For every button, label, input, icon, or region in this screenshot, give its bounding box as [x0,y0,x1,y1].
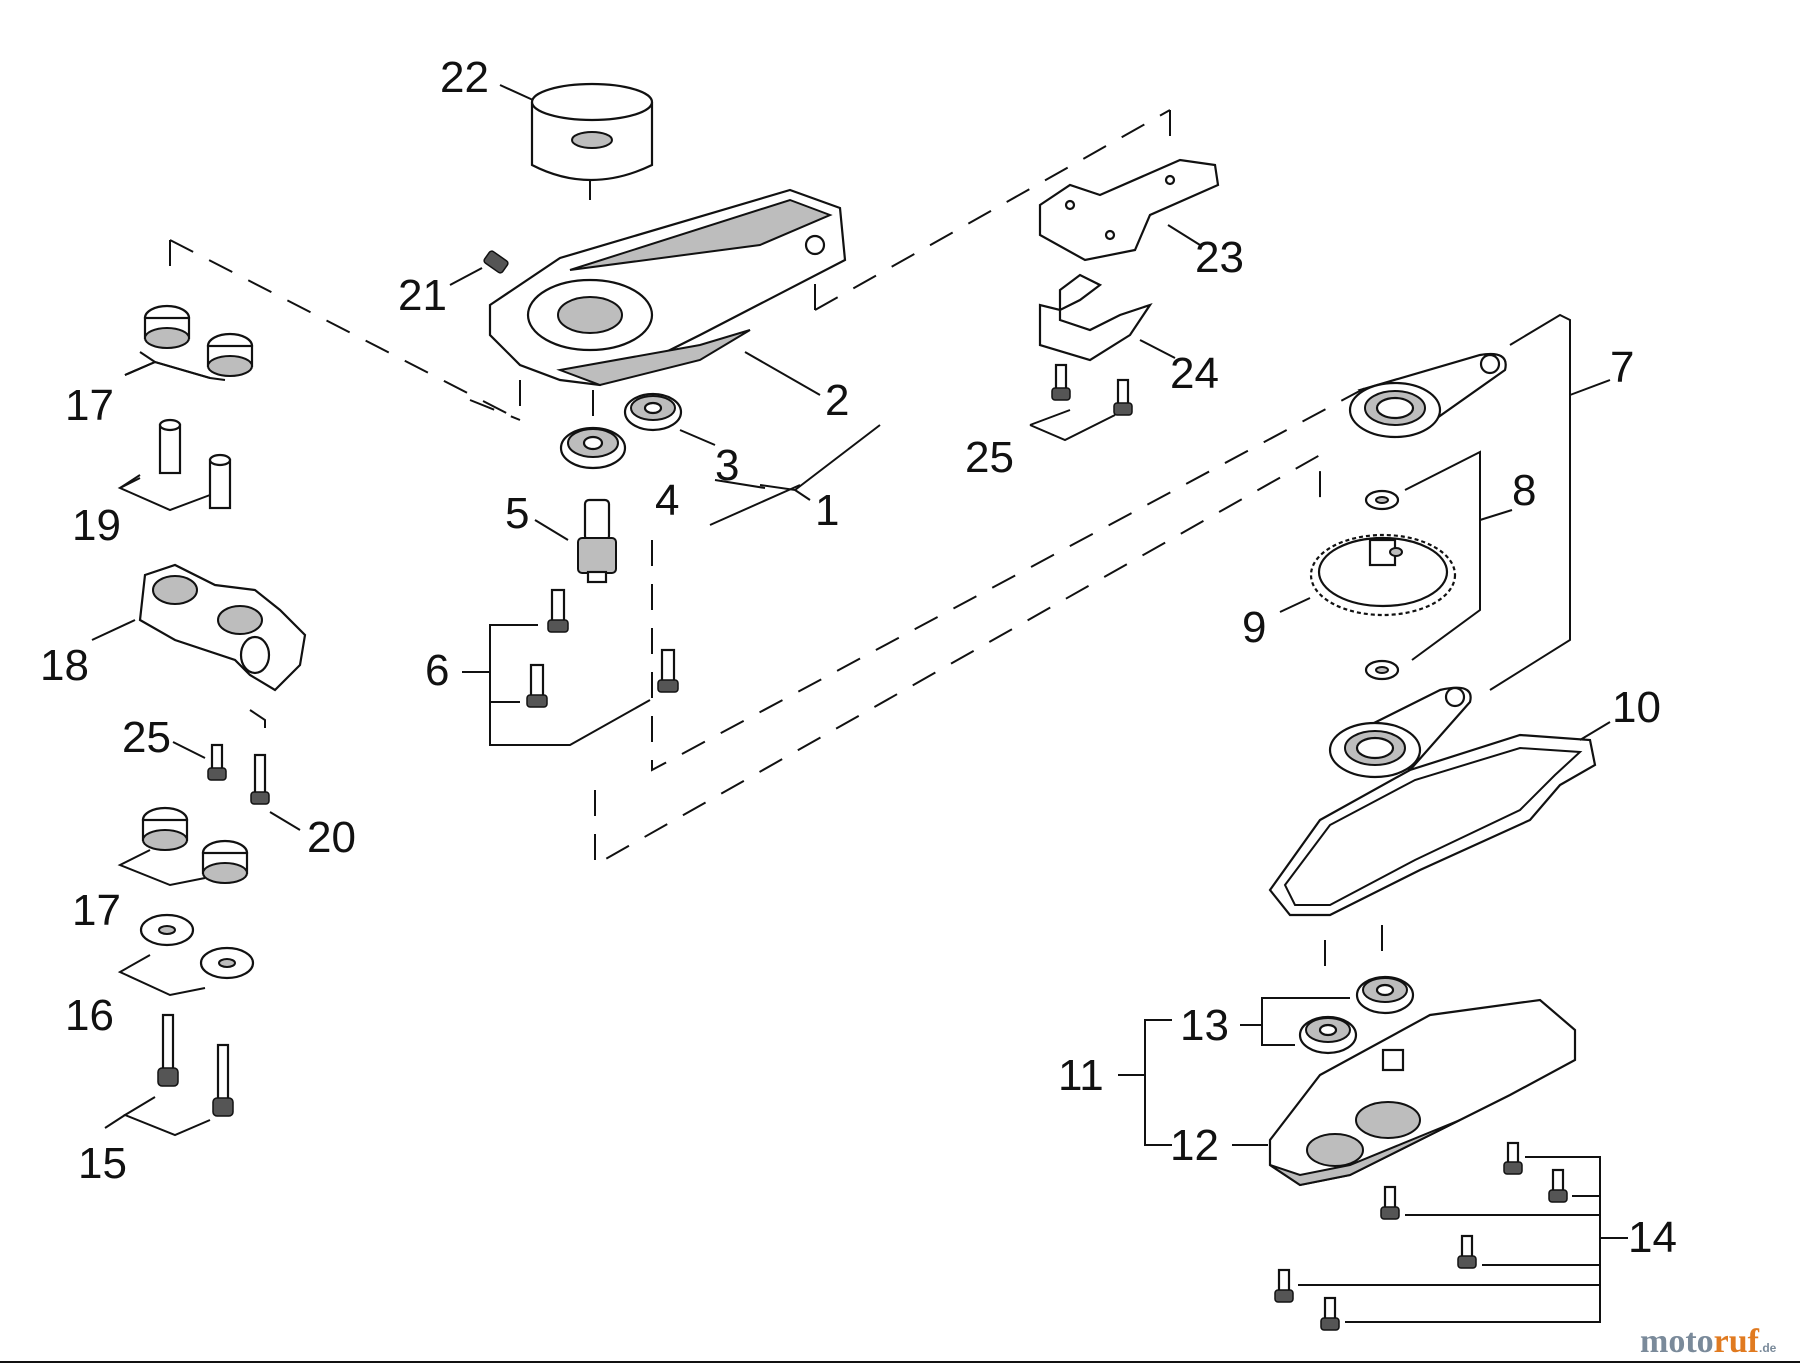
watermark-part1: moto [1640,1323,1714,1360]
callout-7: 7 [1610,343,1634,392]
callout-3: 3 [715,441,739,490]
part-23-plate [1038,158,1220,262]
callout-25-top: 25 [965,433,1014,482]
part-20-screw [250,753,270,805]
callout-labels: 22 21 2 3 4 1 5 6 23 24 25 7 8 9 10 13 1… [40,53,1677,1262]
part-18-handle-bracket [138,563,307,692]
callout-9: 9 [1242,603,1266,652]
part-12-lower-case [1268,998,1577,1187]
part-10-gasket [1268,733,1597,917]
callout-8: 8 [1512,466,1536,515]
callout-13: 13 [1180,1001,1229,1050]
part-6-screws [526,588,679,708]
callout-1: 1 [815,486,839,535]
svg-text:motoruf.de: motoruf.de [1640,1323,1777,1360]
part-3-bearing [623,392,683,432]
part-2-gear-case [488,188,847,387]
callout-17-top: 17 [65,381,114,430]
watermark-logo: motoruf.de [1640,1323,1777,1360]
callout-25-left: 25 [122,713,171,762]
callout-4: 4 [655,476,679,525]
part-19-sleeves [158,418,232,510]
part-15-bolts [157,1013,234,1117]
callout-5: 5 [505,489,529,538]
callout-12: 12 [1170,1121,1219,1170]
part-5-pinion [577,498,617,584]
callout-16: 16 [65,991,114,1040]
assembly-guide-lines [169,109,1383,975]
watermark-suffix: .de [1759,1341,1777,1355]
watermark-part2: ruf [1714,1323,1760,1360]
part-7-connecting-rod-lower [1328,686,1472,779]
part-4-bearing [559,426,627,470]
callout-21: 21 [398,271,447,320]
callout-2: 2 [825,376,849,425]
callout-19: 19 [72,501,121,550]
part-22-cup [530,82,654,182]
part-9-gear [1309,533,1457,617]
callout-6: 6 [425,646,449,695]
part-8-washers [1364,489,1400,681]
part-16-washers [139,913,255,980]
callout-14: 14 [1628,1213,1677,1262]
callout-22: 22 [440,53,489,102]
callout-24: 24 [1170,349,1219,398]
part-7-connecting-rod-upper [1348,352,1507,439]
part-17-rubber-mount-top [143,304,254,377]
leader-lines [91,84,1628,1323]
part-24-bracket [1038,273,1153,362]
callout-10: 10 [1612,683,1661,732]
part-25-screw-left [207,743,227,781]
callout-17-bottom: 17 [72,886,121,935]
callout-18: 18 [40,641,89,690]
part-14-screws [1274,1141,1568,1331]
callout-11: 11 [1058,1051,1104,1100]
part-25-screws [1051,363,1133,416]
part-17-rubber-mount-bottom [141,806,249,884]
callout-15: 15 [78,1139,127,1188]
part-21-grease-nipple [483,250,509,274]
part-13-bearings [1298,975,1415,1055]
callout-20: 20 [307,813,356,862]
callout-23: 23 [1195,233,1244,282]
